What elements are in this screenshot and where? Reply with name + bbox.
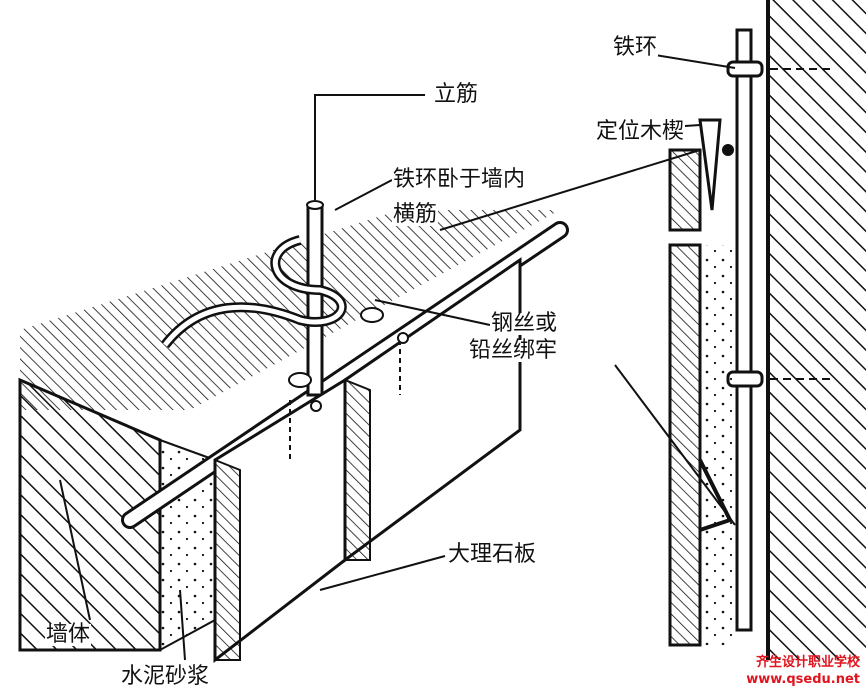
- label-horizontal-bar: 横筋: [392, 202, 439, 227]
- label-mortar: 水泥砂浆: [120, 664, 211, 689]
- horizontal-bar: [121, 221, 569, 529]
- wall-top-hatching: [20, 210, 560, 410]
- label-wire-line1: 钢丝或: [490, 311, 559, 336]
- label-iron-ring: 铁环: [612, 35, 659, 60]
- label-wood-wedge: 定位木楔: [595, 119, 686, 144]
- label-vertical-bar: 立筋: [433, 82, 480, 107]
- label-wall: 墙体: [45, 622, 92, 647]
- wall-body: [18, 377, 216, 652]
- label-ring-in-wall: 铁环卧于墙内: [392, 167, 527, 192]
- section-view: [668, 0, 866, 660]
- vertical-bar: [161, 200, 347, 397]
- watermark-url: www.qsedu.net: [746, 672, 860, 687]
- label-wire-line2: 铅丝绑牢: [468, 338, 559, 363]
- label-marble-slab: 大理石板: [447, 542, 538, 567]
- wire-ties: [288, 307, 409, 412]
- marble-slabs: [213, 257, 522, 664]
- watermark-name: 齐生设计职业学校: [755, 655, 860, 670]
